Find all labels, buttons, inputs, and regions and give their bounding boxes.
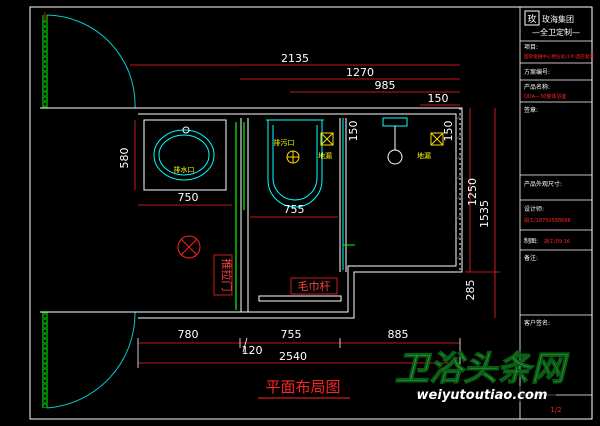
svg-text:玫: 玫 xyxy=(527,13,536,25)
dim-top-overall: 2135 xyxy=(281,52,309,65)
dim-bottom-total: 2540 xyxy=(279,350,307,363)
dim-basin-width: 750 xyxy=(178,191,199,204)
vent-icon xyxy=(177,235,201,259)
dim-bottom-780: 780 xyxy=(178,328,199,341)
company-logo: 玫 玫海集团 —全卫定制— xyxy=(524,10,580,37)
dim-right-1535: 1535 xyxy=(478,200,491,228)
sliding-door-label: 推拉门 xyxy=(220,259,234,292)
dim-top-small: 150 xyxy=(428,92,449,105)
dim-bottom-885: 885 xyxy=(388,328,409,341)
remarks-label: 备注: xyxy=(524,254,538,262)
floor-drain-icon-2 xyxy=(430,132,444,146)
dimension-lines xyxy=(130,64,500,364)
dim-bottom-120: 120 xyxy=(242,344,263,357)
drawing-title: 平面布局图 xyxy=(265,378,340,396)
towel-bar xyxy=(258,295,342,302)
product-label: 产品名称: xyxy=(524,83,550,91)
dim-toilet-width: 755 xyxy=(284,203,305,216)
door-label-box xyxy=(213,254,233,296)
watermark-brand: 卫浴头条网 xyxy=(395,349,570,389)
floor-drain-icon-1 xyxy=(320,132,334,146)
floor-drain-label-1: 地漏 xyxy=(318,151,332,160)
toilet-drain-icon xyxy=(286,150,300,164)
floor-drain-label-2: 地漏 xyxy=(417,151,431,160)
basin-drain-label: 排水口 xyxy=(174,165,195,174)
shower-head-icon xyxy=(382,117,408,165)
fixture-labels: 排水口 排污口 地漏 地漏 xyxy=(174,138,432,174)
logo-slogan: —全卫定制— xyxy=(532,27,580,37)
dim-right-1250: 1250 xyxy=(466,178,479,206)
designer-label: 设计师: xyxy=(524,205,544,213)
title-block-text: 项目: 国际金融中心物业处(1#)酒店套房 方案编号: 产品名称: QUA—30… xyxy=(524,44,594,414)
shower-glass-panel xyxy=(342,118,355,270)
dim-left-basin: 580 xyxy=(118,148,131,169)
walls xyxy=(138,107,463,319)
watermark-url-bg xyxy=(408,386,556,402)
wall-hatch xyxy=(455,113,463,261)
spec-label: 产品外观尺寸: xyxy=(524,180,562,188)
customer-label: 客户签名: xyxy=(524,319,550,327)
dim-shower-1: 150 xyxy=(347,121,360,142)
dim-bottom-755: 755 xyxy=(281,328,302,341)
wash-basin xyxy=(153,126,215,181)
dim-shower-2: 150 xyxy=(442,121,455,142)
dim-right-285: 285 xyxy=(464,280,477,301)
product-value: QUA—30整体浴室 xyxy=(524,93,566,100)
page-value: 1/2 xyxy=(550,406,561,414)
watermark-url: weiyutoutiao.com xyxy=(417,388,548,403)
designer-value: 胡工/18750588666 xyxy=(524,217,571,224)
toilet-drain-label: 排污口 xyxy=(274,138,295,147)
entrance-door-top xyxy=(40,14,138,109)
towel-bar-label-box xyxy=(290,277,338,295)
drafter-value: 胡工/09.16 xyxy=(544,238,570,245)
dimension-ticks xyxy=(137,337,461,368)
sliding-door xyxy=(235,122,245,310)
project-value: 国际金融中心物业处(1#)酒店套房 xyxy=(524,53,594,60)
dimension-labels: 2135 1270 985 150 750 755 780 755 885 12… xyxy=(118,52,491,363)
dim-top-mid: 1270 xyxy=(346,66,374,79)
entrance-door-bottom xyxy=(40,311,138,409)
towel-bar-label: 毛巾杆 xyxy=(298,279,331,293)
seal-label: 签章: xyxy=(524,106,538,114)
scheme-label: 方案编号: xyxy=(524,68,550,76)
toilet xyxy=(266,119,324,208)
logo-text: 玫海集团 xyxy=(542,14,574,24)
project-label: 项目: xyxy=(524,44,538,51)
dim-top-inner: 985 xyxy=(375,79,396,92)
drafter-label: 制图: xyxy=(524,237,538,245)
